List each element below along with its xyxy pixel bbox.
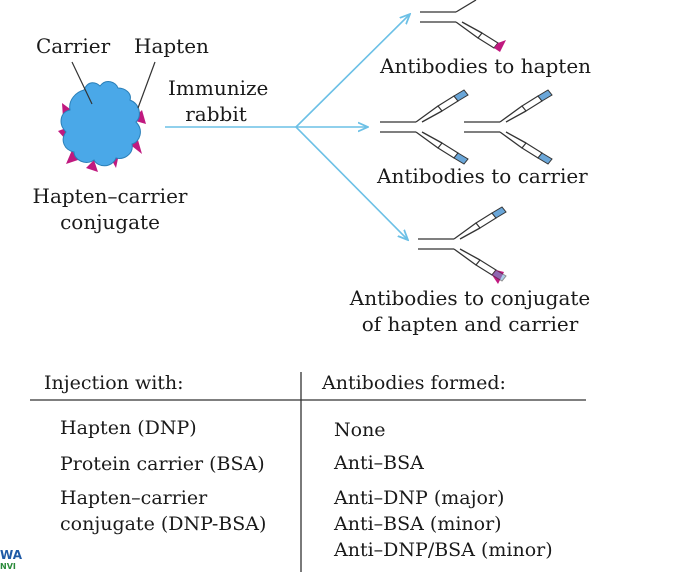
- carrier-pointer: [71, 61, 93, 105]
- antibodies-conjugate-caption-line2: of hapten and carrier: [361, 312, 579, 336]
- carrier-protein: [60, 81, 141, 167]
- conjugate-blob: [58, 61, 156, 172]
- antibody-carrier-1: [379, 89, 469, 165]
- table-row-3-injection-line2: conjugate (DNP-BSA): [60, 513, 267, 535]
- table-row-1-injection: Hapten (DNP): [60, 417, 197, 439]
- antibodies-carrier-caption: Antibodies to carrier: [377, 164, 588, 188]
- table-row-3-injection-line1: Hapten–carrier: [60, 487, 208, 509]
- table-header-antibodies: Antibodies formed:: [322, 372, 506, 394]
- table-row-3-antibodies-line2: Anti–BSA (minor): [334, 513, 502, 535]
- antibody-hapten: [420, 0, 506, 52]
- antibodies-conjugate-caption-line1: Antibodies to conjugate: [349, 286, 591, 310]
- table-header-injection: Injection with:: [44, 372, 184, 394]
- antibodies-hapten-caption: Antibodies to hapten: [380, 54, 592, 78]
- table-row-1-antibodies: None: [334, 419, 386, 441]
- table-row-3-antibodies-line3: Anti–DNP/BSA (minor): [334, 539, 553, 561]
- conjugate-label-line1: Hapten–carrier: [32, 184, 188, 208]
- table-row-2-antibodies: Anti–BSA: [334, 452, 424, 474]
- antibody-carrier-2: [463, 89, 553, 165]
- hapten-pointer: [137, 61, 156, 109]
- table-row-2-injection: Protein carrier (BSA): [60, 453, 265, 475]
- watermark-text-line2: NVI: [0, 562, 16, 571]
- immunize-label-line1: Immunize: [168, 76, 269, 100]
- antibody-conjugate: [417, 206, 507, 284]
- conjugate-label-line2: conjugate: [60, 210, 160, 234]
- immunize-label-line2: rabbit: [185, 102, 247, 126]
- table-row-3-antibodies-line1: Anti–DNP (major): [334, 487, 505, 509]
- hapten-label: Hapten: [134, 34, 209, 58]
- immunize-arrows: [165, 14, 410, 240]
- watermark-text-line1: WA: [0, 548, 22, 562]
- carrier-label: Carrier: [36, 34, 111, 58]
